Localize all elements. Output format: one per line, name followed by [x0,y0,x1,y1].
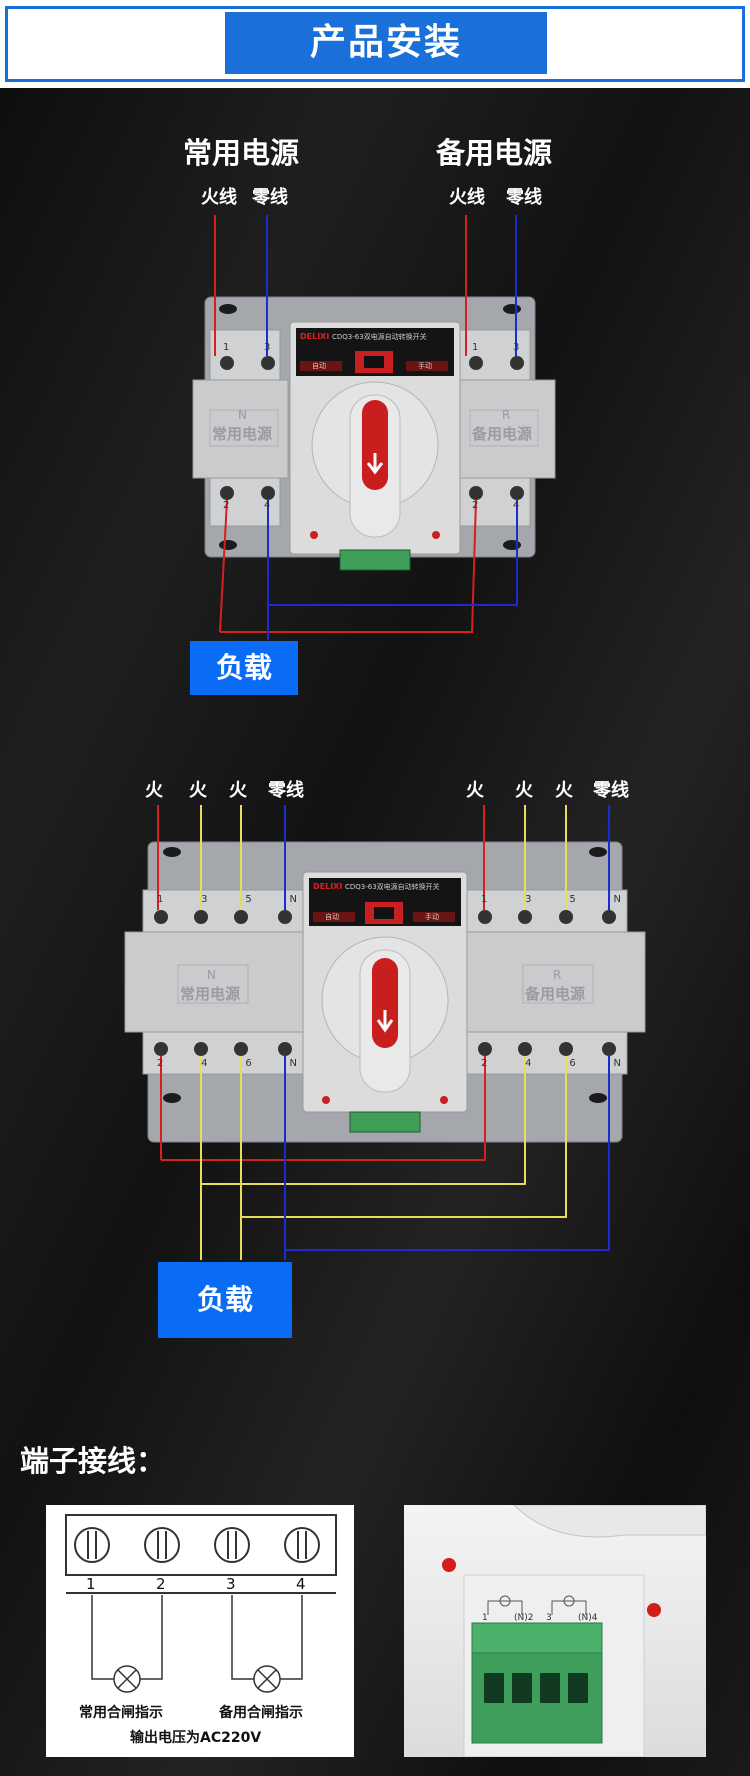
terminal-wiring-svg [65,1514,337,1693]
live-label-left: 火线 [201,187,237,208]
terminal-bottom-2: 2 [157,1058,164,1069]
mode-auto-label: 自动 [312,362,326,370]
photo-label-n4: (N)4 [578,1613,598,1623]
page-title: 产品安装 [225,12,547,74]
switch-diagram-4pole [124,805,646,1260]
neutral-label-right: 零线 [506,187,542,208]
panel-left-letter: N [238,408,247,422]
terminal-bottom-4-right: 4 [513,500,520,511]
terminal-top-3-right: 3 [525,894,532,905]
mode-auto-label-2: 自动 [325,913,339,921]
panel-left-text: 常用电源 [212,425,273,443]
terminal-top-row-left: 1 3 5 N [157,894,297,905]
terminal-top-1-right: 1 [481,894,488,905]
panel-right-text: 备用电源 [472,425,533,443]
terminal-number-2: 2 [156,1575,166,1593]
terminal-top-3: 3 [264,342,271,353]
terminal-bottom-2-right: 2 [481,1058,488,1069]
label-l1-right: 火 [466,780,484,801]
terminal-number-3: 3 [226,1575,236,1593]
label-l3-left: 火 [229,780,247,801]
terminal-photo: 1 (N)2 3 (N)4 [404,1504,707,1758]
terminal-top-1-right: 1 [472,342,479,353]
label-l2-right: 火 [515,780,533,801]
header-frame [5,6,745,82]
photo-label-n2: (N)2 [514,1613,534,1623]
terminal-number-4: 4 [296,1575,306,1593]
indicator-backup-label: 备用合闸指示 [219,1705,303,1721]
panel-right-text-2: 备用电源 [525,985,586,1003]
load-box-2: 负载 [158,1262,292,1338]
brand-label-2: DELIXI [313,882,343,891]
label-n-right: 零线 [593,780,629,801]
terminal-top-3: 3 [201,894,208,905]
terminal-top-1: 1 [223,342,230,353]
neutral-label-left: 零线 [252,187,288,208]
model-label: CDQ3-63双电源自动转换开关 [332,333,427,341]
panel-left-text-2: 常用电源 [180,985,241,1003]
terminal-bottom-row-left: 2 4 6 N [157,1058,297,1069]
mode-manual-label: 手动 [418,362,432,370]
label-n-left: 零线 [268,780,304,801]
terminal-bottom-4: 4 [201,1058,208,1069]
terminal-top-1: 1 [157,894,164,905]
terminal-bottom-n-right: N [613,1058,621,1069]
indicator-normal-label: 常用合闸指示 [79,1705,163,1721]
terminal-photo-svg [442,1504,707,1758]
terminal-bottom-2-right: 2 [472,500,479,511]
terminal-bottom-n: N [289,1058,297,1069]
terminal-top-5: 5 [245,894,252,905]
terminal-number-1: 1 [86,1575,96,1593]
terminal-bottom-6-right: 6 [569,1058,576,1069]
load-box-1: 负载 [190,641,298,695]
terminal-top-row-right: 1 3 5 N [481,894,621,905]
output-voltage-label: 输出电压为AC220V [130,1730,262,1746]
terminal-section-title: 端子接线： [20,1444,166,1478]
terminal-bottom-6: 6 [245,1058,252,1069]
terminal-top-n-right: N [613,894,621,905]
live-label-right: 火线 [449,187,485,208]
label-l3-right: 火 [555,780,573,801]
panel-right-letter-2: R [553,968,562,982]
panel-left-letter-2: N [207,968,216,982]
source-normal-title: 常用电源 [183,136,300,170]
terminal-bottom-2: 2 [223,500,230,511]
terminal-bottom-4-right: 4 [525,1058,532,1069]
photo-label-1: 1 [482,1613,488,1623]
terminal-wiring-diagram: 1 2 3 4 常用合闸指示 备用合闸指示 输出电压为AC220V [46,1505,354,1757]
panel-right-letter: R [502,408,511,422]
label-l1-left: 火 [145,780,163,801]
photo-label-3: 3 [546,1613,552,1623]
source-backup-title: 备用电源 [436,136,553,170]
terminal-top-5-right: 5 [569,894,576,905]
mode-manual-label-2: 手动 [425,913,439,921]
terminal-bottom-row-right: 2 4 6 N [481,1058,621,1069]
terminal-top-3-right: 3 [513,342,520,353]
page-header: 产品安装 [0,0,750,88]
brand-label: DELIXI [300,332,330,341]
switch-diagram-2pole [192,215,556,640]
terminal-top-n: N [289,894,297,905]
model-label-2: CDQ3-63双电源自动转换开关 [345,883,440,891]
terminal-bottom-4: 4 [264,500,271,511]
label-l2-left: 火 [189,780,207,801]
